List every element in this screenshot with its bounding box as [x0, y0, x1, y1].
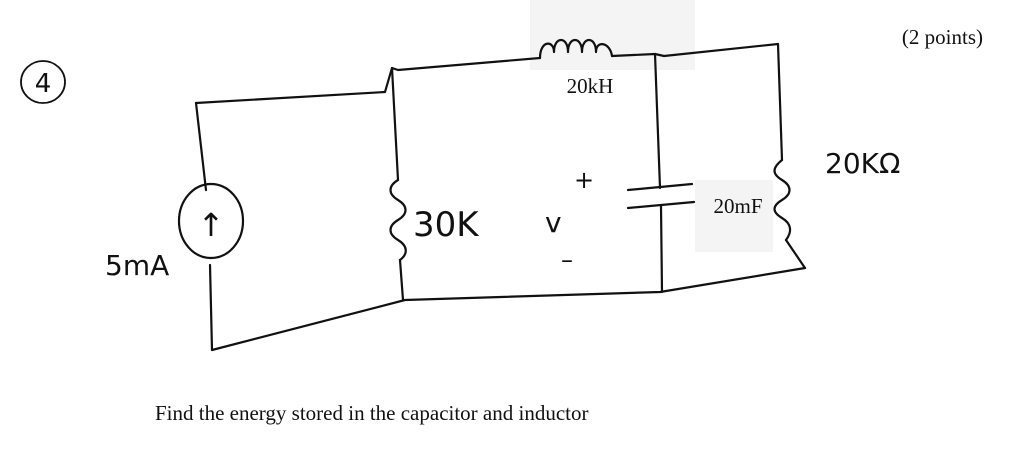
points-label: (2 points)	[902, 25, 983, 49]
problem-number-circle	[20, 60, 66, 104]
capacitor-wire-top	[653, 52, 662, 190]
problem-number: 4	[35, 69, 52, 99]
bottom-wire	[210, 266, 807, 352]
resistor-right-zigzag	[773, 158, 792, 242]
top-wire-left	[194, 56, 542, 105]
capacitor-plate-top	[626, 182, 694, 192]
label-shade-capacitor	[695, 180, 773, 252]
inductor-label: 20kH	[567, 74, 614, 98]
resistor-right-wire-top	[776, 42, 784, 162]
source-wire-top	[194, 101, 208, 192]
capacitor-label: 20mF	[713, 194, 762, 218]
source-label: 5mA	[105, 249, 169, 282]
resistor-right-wire-bottom	[784, 238, 807, 270]
source-wire-bottom	[208, 263, 214, 352]
resistor-left-label: 30K	[413, 205, 480, 245]
top-wire-right	[610, 42, 780, 58]
voltage-minus: –	[561, 246, 573, 274]
current-source-arrow: ↑	[198, 206, 225, 244]
resistor-left-wire-top	[390, 66, 400, 182]
resistor-right-label: 20KΩ	[825, 147, 900, 180]
current-source: ↑	[177, 182, 245, 260]
problem-number-badge: 4	[20, 60, 66, 104]
resistor-left-wire-bottom	[398, 258, 405, 302]
inductor-coil	[538, 38, 614, 60]
capacitor-wire-bottom	[659, 204, 664, 294]
resistor-left-zigzag	[389, 178, 407, 262]
voltage-plus: +	[574, 166, 594, 194]
label-shade-top	[530, 0, 695, 70]
question-text: Find the energy stored in the capacitor …	[155, 401, 588, 425]
current-source-circle	[177, 182, 245, 260]
voltage-label: v	[545, 206, 562, 239]
